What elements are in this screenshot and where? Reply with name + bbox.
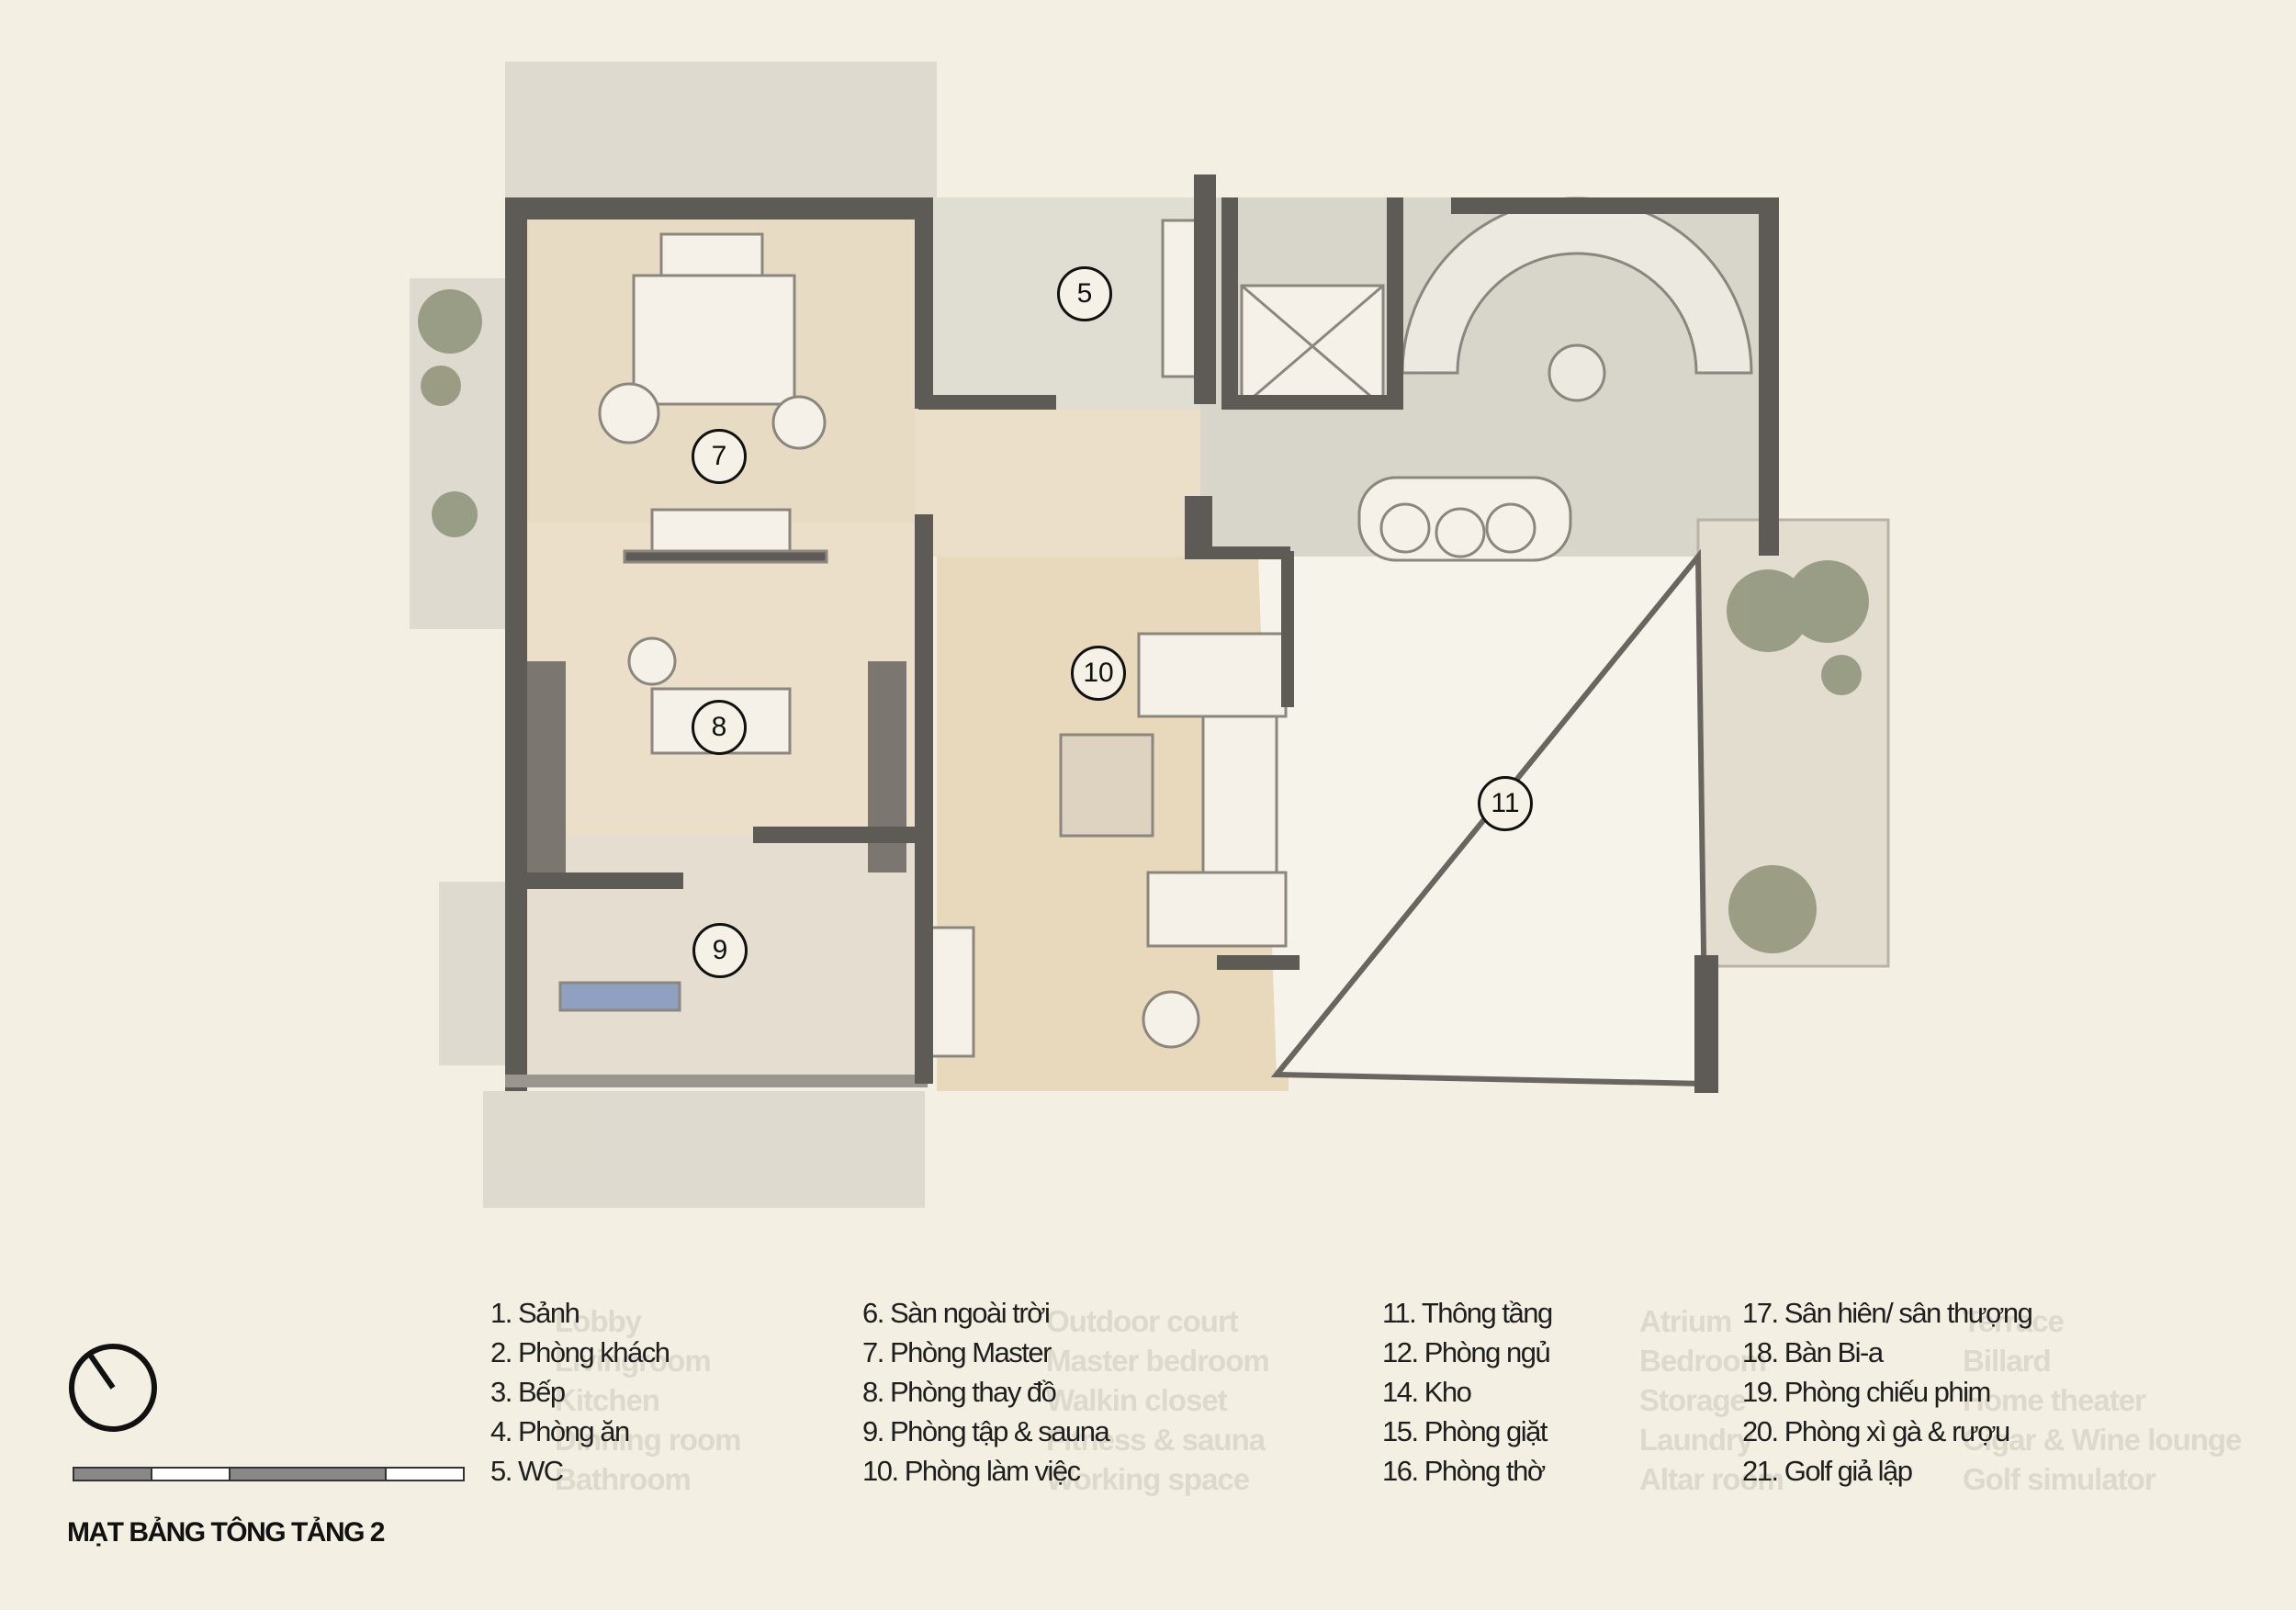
scale-bar — [73, 1467, 465, 1481]
legend-item: 3. Bếp — [490, 1376, 566, 1408]
room-tag-5: 5 — [1057, 266, 1112, 321]
legend-english-label: Fitness & sauna — [1046, 1423, 1266, 1457]
legend-item: 14. Kho — [1382, 1376, 1472, 1408]
legend-item: 12. Phòng ngủ — [1382, 1336, 1551, 1368]
legend-item: 5. WC — [490, 1455, 564, 1487]
walls — [505, 175, 1779, 1093]
legend-item: 19. Phòng chiếu phim — [1742, 1376, 1991, 1408]
compass-icon — [69, 1344, 157, 1432]
legend-english-label: Dinning room — [555, 1423, 741, 1457]
legend-item: 1. Sảnh — [490, 1297, 580, 1329]
legend-item: 16. Phòng thờ — [1382, 1455, 1546, 1487]
legend-item: 7. Phòng Master — [862, 1336, 1052, 1368]
furniture — [558, 219, 1572, 1058]
legend-english-label: Storage — [1639, 1383, 1747, 1417]
wc-floor — [915, 197, 1200, 410]
walkin-closet-floor — [520, 523, 915, 835]
legend-item: 2. Phòng khách — [490, 1336, 670, 1368]
legend-item: 10. Phòng làm việc — [862, 1455, 1081, 1487]
legend-item: 21. Golf giả lập — [1742, 1455, 1913, 1487]
room-tag-9: 9 — [692, 923, 748, 978]
legend-item: 8. Phòng thay đồ — [862, 1376, 1057, 1408]
legend-item: 4. Phòng ăn — [490, 1415, 630, 1447]
legend-english-label: Master bedroom — [1046, 1344, 1270, 1378]
legend-english-label: Kitchen — [555, 1383, 660, 1417]
bed-icon — [632, 274, 796, 406]
legend-english-label: Walkin closet — [1046, 1383, 1228, 1417]
legend-english-label: Laundry — [1639, 1423, 1753, 1457]
legend-english-label: Outdoor court — [1046, 1304, 1239, 1338]
legend-item: 6. Sàn ngoài trời — [862, 1297, 1051, 1329]
legend-english-label: Lobby — [555, 1304, 642, 1338]
legend-english-label: Livingroom — [555, 1344, 712, 1378]
legend-item: 11. Thông tầng — [1382, 1297, 1553, 1329]
room-tag-8: 8 — [692, 700, 747, 755]
room-tag-11: 11 — [1478, 776, 1533, 831]
legend-english-label: Terrace — [1963, 1304, 2065, 1338]
legend-english-label: Working space — [1046, 1462, 1250, 1496]
legend-item: 20. Phòng xì gà & rượu — [1742, 1415, 2010, 1447]
legend-english-label: Golf simulator — [1963, 1462, 2156, 1496]
corridor-floor — [915, 410, 1200, 557]
legend-english-label: Bedroom — [1639, 1344, 1767, 1378]
legend-item: 18. Bàn Bi-a — [1742, 1336, 1884, 1368]
legend-english-label: Atrium — [1639, 1304, 1732, 1338]
legend-item: 9. Phòng tập & sauna — [862, 1415, 1110, 1447]
drawing-title: MẠT BẢNG TÔNG TẢNG 2 — [67, 1517, 386, 1548]
legend-item: 15. Phòng giặt — [1382, 1415, 1548, 1447]
room-tag-10: 10 — [1071, 646, 1126, 701]
plants — [418, 289, 1869, 953]
legend-english-label: Home theater — [1963, 1383, 2146, 1417]
legend-item: 17. Sân hiên/ sân thượng — [1742, 1297, 2033, 1329]
staircase-icon — [1401, 197, 1753, 402]
legend-english-label: Bathroom — [555, 1462, 692, 1496]
wash-shadows — [410, 62, 937, 1208]
legend-english-label: Altar room — [1639, 1462, 1784, 1496]
legend-english-label: Billard — [1963, 1344, 2052, 1378]
legend-english-label: Cigar & Wine lounge — [1963, 1423, 2242, 1457]
room-tag-7: 7 — [692, 429, 747, 484]
